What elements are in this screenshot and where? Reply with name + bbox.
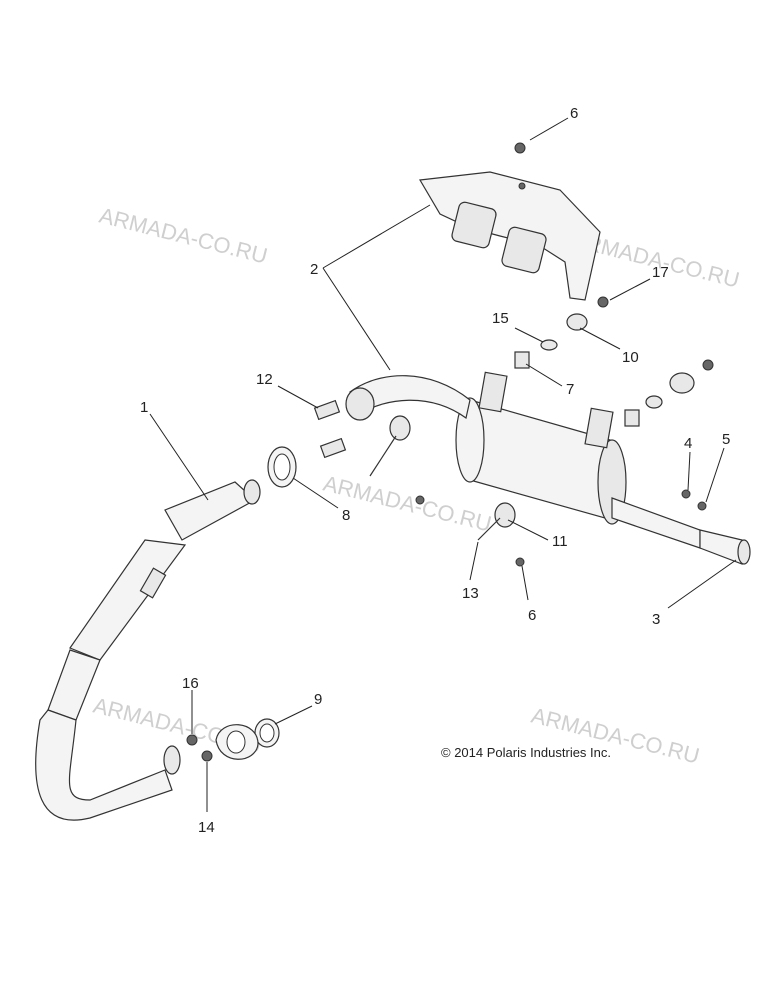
callout-7: 7: [566, 381, 574, 398]
callout-4: 4: [684, 435, 692, 452]
callout-8: 8: [342, 507, 350, 524]
callout-6-bottom: 6: [528, 607, 536, 624]
watermark-1: ARMADA-CO.RU: [97, 203, 270, 269]
callout-2: 2: [310, 261, 318, 278]
callout-3: 3: [652, 611, 660, 628]
callout-17: 17: [652, 264, 669, 281]
leader-lines: [149, 117, 737, 812]
callouts: 6 2 17 15 10 7 12 1 8 11 13 6 4 5 3 16 9…: [140, 105, 730, 836]
callout-5: 5: [722, 431, 730, 448]
callout-6-top: 6: [570, 105, 578, 122]
front-pipe: [35, 479, 261, 821]
callout-14: 14: [198, 819, 215, 836]
callout-16: 16: [182, 675, 199, 692]
callout-13: 13: [462, 585, 479, 602]
callout-11: 11: [552, 533, 568, 550]
inlet-pipe: [345, 375, 471, 421]
heat-shield: [419, 171, 601, 301]
callout-9: 9: [314, 691, 322, 708]
callout-12: 12: [256, 371, 273, 388]
muffler: [455, 371, 751, 565]
hardware: [186, 142, 714, 762]
callout-1: 1: [140, 399, 148, 416]
copyright-text: © 2014 Polaris Industries Inc.: [441, 745, 611, 760]
callout-10: 10: [622, 349, 639, 366]
callout-15: 15: [492, 310, 509, 327]
